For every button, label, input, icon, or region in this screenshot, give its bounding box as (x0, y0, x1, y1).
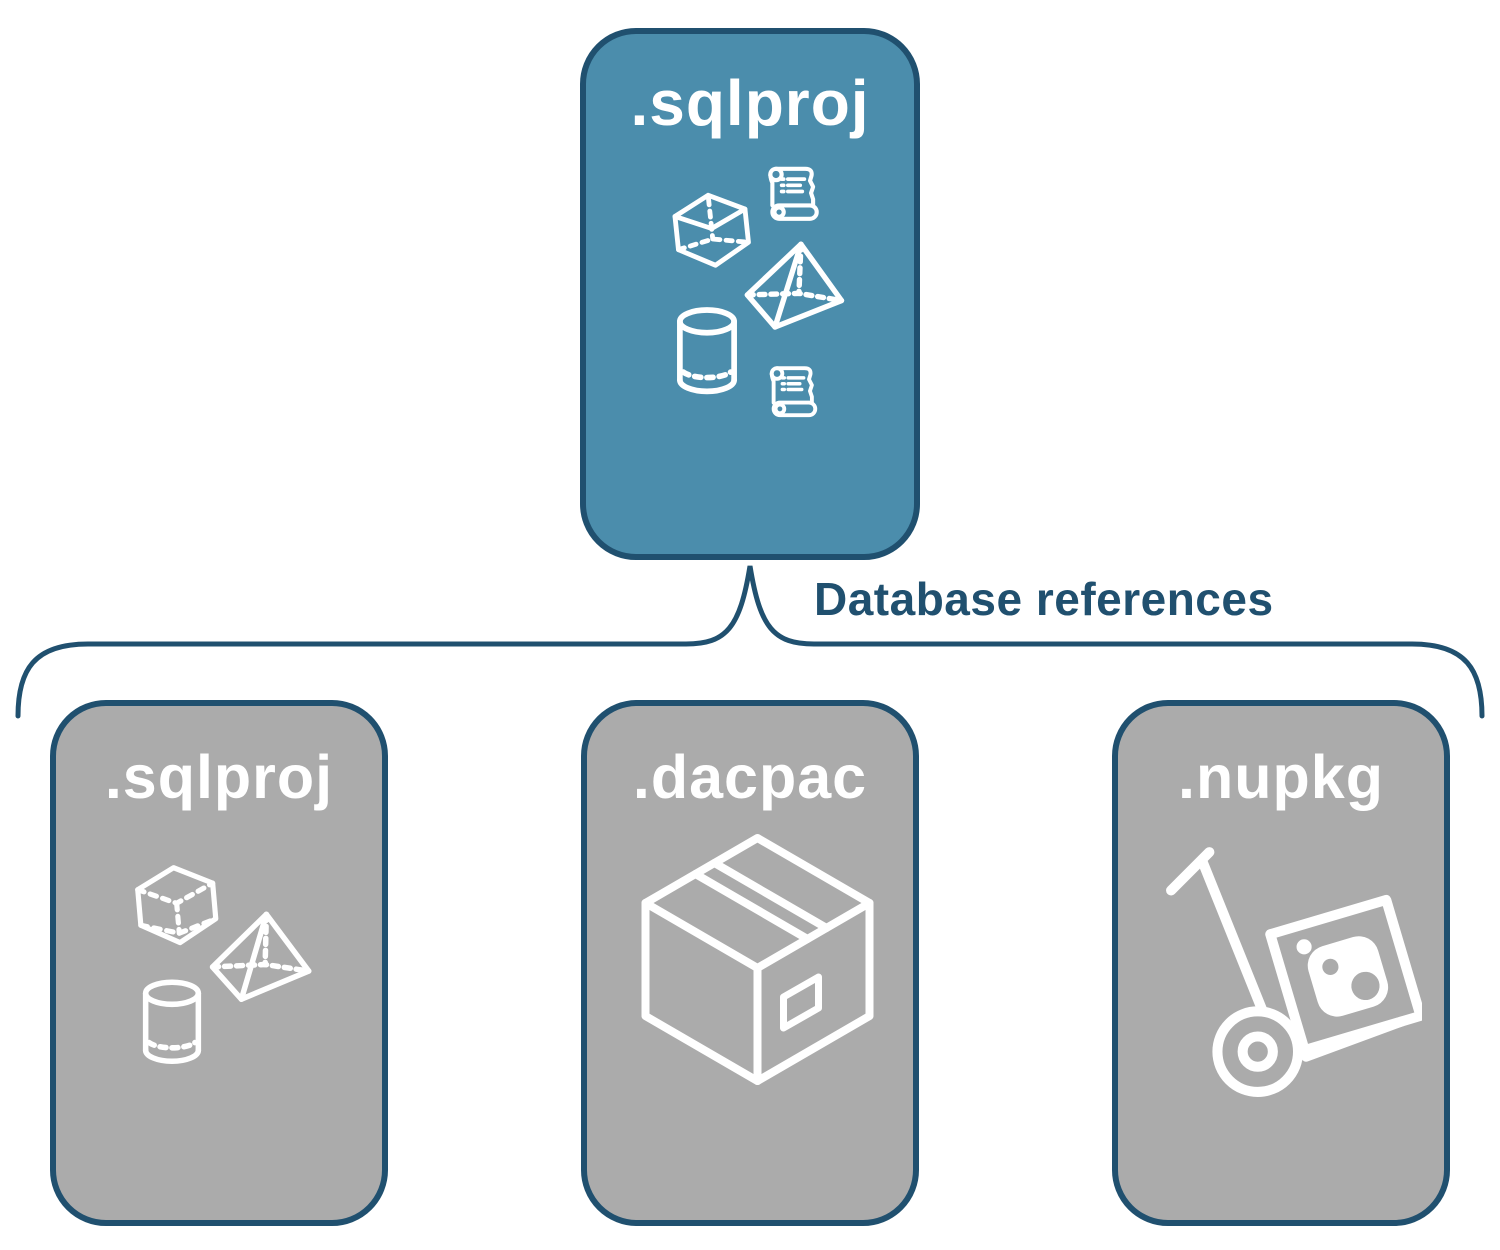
hand-truck-package-icon (1160, 838, 1422, 1100)
pyramid-icon (201, 901, 321, 1012)
node-child-dacpac-title: .dacpac (632, 743, 868, 811)
package-box-icon (636, 826, 879, 1096)
node-child-sqlproj-title: .sqlproj (104, 743, 334, 811)
node-root-title: .sqlproj (630, 67, 870, 139)
pyramid-icon (734, 230, 855, 341)
node-child-nupkg-title: .nupkg (1178, 743, 1384, 811)
cylinder-icon (138, 978, 206, 1068)
scroll-icon (762, 358, 824, 422)
node-child-dacpac: .dacpac (581, 700, 919, 1226)
database-references-label: Database references (814, 573, 1274, 625)
cylinder-icon (672, 306, 742, 398)
scroll-icon (760, 158, 826, 226)
